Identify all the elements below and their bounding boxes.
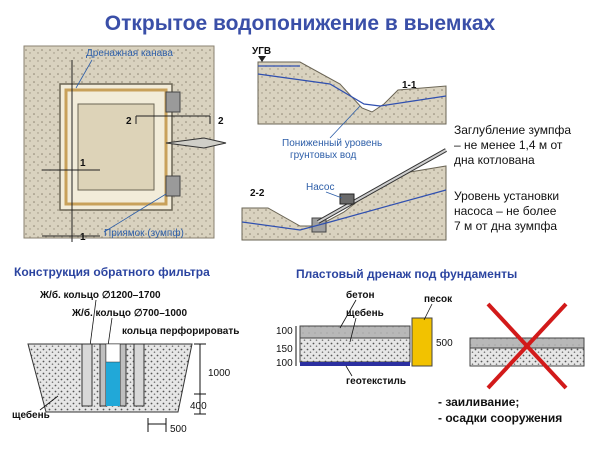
label-ring-outer: Ж/б. кольцо ∅1200–1700 <box>39 289 161 301</box>
leader-ring-outer <box>89 299 97 347</box>
gwl-marker <box>258 56 266 62</box>
dim-500: 500 <box>170 424 187 435</box>
leader-drain-gravel <box>349 317 357 343</box>
consequence-silting: - заиливание; <box>438 395 519 409</box>
outer-ring-right <box>133 343 145 407</box>
wrong-layer-gravel <box>469 347 585 367</box>
label-concrete: бетон <box>346 289 375 301</box>
label-lowered-level-1: Пониженный уровень <box>282 138 382 149</box>
leader-ring-inner <box>107 317 113 347</box>
label-lowered-level-2: грунтовых вод <box>290 150 356 161</box>
pump-body <box>339 193 355 205</box>
outer-ring-left <box>81 343 93 407</box>
plan-discharge-pipe <box>165 137 227 149</box>
page-title: Открытое водопонижение в выемках <box>105 12 496 35</box>
section-2-water-table <box>241 189 447 231</box>
plan-view: 1 1 2 2 Дренажная канава Приямок (зумпф) <box>23 45 227 243</box>
label-ring-perforate: кольца перфорировать <box>122 325 239 337</box>
section-1-soil <box>257 61 447 125</box>
dim-drain-500: 500 <box>436 338 453 349</box>
dim-100a: 100 <box>276 326 293 337</box>
label-section-1: 1-1 <box>402 80 417 91</box>
note-sump-depth-2: – не менее 1,4 м от <box>454 138 563 152</box>
layer-gravel <box>299 337 411 363</box>
note-sump-depth-3: дна котлована <box>454 153 535 167</box>
plan-mark-2a: 2 <box>126 116 132 127</box>
cross-line-2 <box>486 302 568 390</box>
leader-lowered-level <box>329 105 361 139</box>
plan-sump-top <box>165 91 181 113</box>
label-ring-inner: Ж/б. кольцо ∅700–1000 <box>71 307 187 319</box>
layer-sand <box>411 317 433 367</box>
plan-ditch <box>64 88 168 206</box>
label-drain-gravel: щебень <box>346 307 384 319</box>
filter-heading: Конструкция обратного фильтра <box>14 265 210 279</box>
label-sand: песок <box>424 294 453 305</box>
label-gwl: УГВ <box>252 46 271 57</box>
notes: Заглубление зумпфа – не менее 1,4 м от д… <box>454 123 571 233</box>
leader-sand <box>423 303 433 321</box>
filter-water <box>106 362 120 406</box>
label-pump: Насос <box>306 182 334 193</box>
inner-ring-left <box>99 343 107 407</box>
leader-geotextile <box>345 365 353 377</box>
section-2-2: 2-2 Насос <box>241 148 447 241</box>
label-geotextile: геотекстиль <box>346 376 406 387</box>
layer-drainage: Пластовый дренаж под фундаменты бетон ще… <box>276 267 585 425</box>
dim-400: 400 <box>190 401 207 412</box>
filter-air-gap <box>105 343 121 363</box>
label-filter-gravel: щебень <box>12 409 50 421</box>
dim-1000: 1000 <box>208 368 231 379</box>
note-pump-level-3: 7 м от дна зумпфа <box>454 219 557 233</box>
section-1-water-table <box>257 73 447 107</box>
label-drainage-ditch: Дренажная канава <box>86 48 173 59</box>
inner-ring-right <box>119 343 127 407</box>
leader-sump <box>103 193 167 233</box>
dim-100b: 100 <box>276 358 293 369</box>
leader-drainage-ditch <box>75 59 93 89</box>
layer-concrete <box>299 325 411 339</box>
section-1-1: УГВ 1-1 Пониженный уровень грунтовых вод <box>252 46 447 161</box>
plan-sump-bottom <box>165 175 181 197</box>
consequence-settlement: - осадки сооружения <box>438 411 562 425</box>
leader-pump <box>325 191 343 199</box>
plan-pit-bottom <box>77 103 155 191</box>
dim-150: 150 <box>276 344 293 355</box>
note-pump-level-2: насоса – не более <box>454 204 557 218</box>
note-pump-level-1: Уровень установки <box>454 189 559 203</box>
note-sump-depth-1: Заглубление зумпфа <box>454 123 571 137</box>
label-section-2: 2-2 <box>250 188 265 199</box>
plan-mark-1a: 1 <box>80 158 86 169</box>
leader-concrete <box>339 299 357 329</box>
plan-mark-2b: 2 <box>218 116 224 127</box>
drain-heading: Пластовый дренаж под фундаменты <box>296 267 517 281</box>
leader-filter-gravel <box>39 395 59 411</box>
label-sump: Приямок (зумпф) <box>104 227 184 239</box>
layer-geotextile <box>300 362 410 366</box>
plan-mark-1b: 1 <box>80 232 86 243</box>
suction-pipe-inner <box>317 149 447 223</box>
reverse-filter: Конструкция обратного фильтра Ж/б. кольц… <box>12 265 239 435</box>
